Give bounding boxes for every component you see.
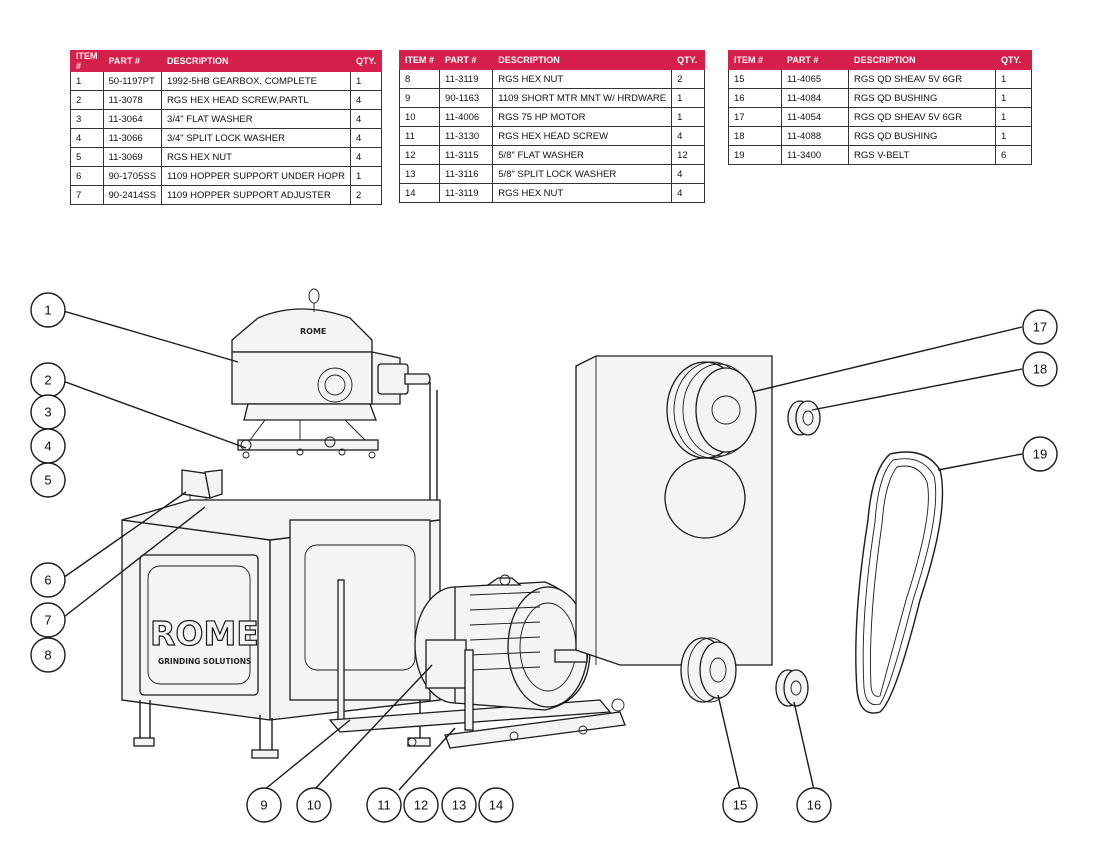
header-description: DESCRIPTION xyxy=(848,50,996,70)
qty-cell: 6 xyxy=(995,145,1032,165)
item-cell: 19 xyxy=(728,145,782,165)
gearbox-drawing: ROME xyxy=(231,288,431,459)
header-qty: QTY. xyxy=(995,50,1032,70)
header-part: PART # xyxy=(439,50,494,70)
callout-label-9: 9 xyxy=(260,798,267,813)
callout-circle-16 xyxy=(796,787,832,823)
qty-cell: 4 xyxy=(349,109,382,129)
part-cell: 11-3119 xyxy=(439,183,494,203)
callout-circle-6 xyxy=(30,562,66,598)
callout-label-18: 18 xyxy=(1033,362,1047,377)
callout-label-11: 11 xyxy=(377,798,391,813)
callout-label-5: 5 xyxy=(44,473,51,488)
callout-label-12: 12 xyxy=(414,798,428,813)
grinder-frame-drawing: ROME GRINDING SOLUTIONS xyxy=(121,382,441,759)
header-item: ITEM # xyxy=(70,50,104,72)
callout-circle-12 xyxy=(403,787,439,823)
header-description: DESCRIPTION xyxy=(492,50,673,70)
upper-bushing-drawing xyxy=(787,400,821,436)
callout-label-14: 14 xyxy=(489,798,503,813)
qty-cell: 12 xyxy=(671,145,705,165)
header-item: ITEM # xyxy=(398,50,441,70)
qty-cell: 4 xyxy=(671,183,705,203)
callout-label-15: 15 xyxy=(733,798,747,813)
callout-label-6: 6 xyxy=(44,573,51,588)
callout-label-13: 13 xyxy=(452,798,466,813)
callout-circle-18 xyxy=(1022,351,1058,387)
callout-circle-14 xyxy=(478,787,514,823)
electric-motor-drawing xyxy=(414,574,591,731)
header-part: PART # xyxy=(102,50,163,72)
callout-circle-15 xyxy=(722,787,758,823)
callout-label-19: 19 xyxy=(1033,447,1047,462)
qty-cell: 4 xyxy=(349,147,382,167)
callout-circle-9 xyxy=(246,787,282,823)
callout-circle-7 xyxy=(30,602,66,638)
callout-label-1: 1 xyxy=(44,303,51,318)
callout-label-10: 10 xyxy=(307,798,321,813)
callout-circle-8 xyxy=(30,637,66,673)
item-cell: 7 xyxy=(70,185,104,205)
callout-circle-13 xyxy=(441,787,477,823)
callout-circle-11 xyxy=(366,787,402,823)
header-qty: QTY. xyxy=(349,50,382,72)
description-cell: 1109 HOPPER SUPPORT ADJUSTER xyxy=(161,185,351,205)
callout-label-2: 2 xyxy=(44,373,51,388)
v-belt-drawing xyxy=(855,451,944,714)
leader-lines xyxy=(59,309,1023,791)
hopper-support-drawing xyxy=(181,469,223,512)
callout-circle-10 xyxy=(296,787,332,823)
svg-text:ROME: ROME xyxy=(300,327,326,336)
rome-logo-tagline: GRINDING SOLUTIONS xyxy=(158,657,251,666)
header-item: ITEM # xyxy=(728,50,782,70)
lower-bushing-drawing xyxy=(775,669,809,707)
lower-sheave-drawing xyxy=(680,637,737,703)
callout-label-8: 8 xyxy=(44,648,51,663)
rome-logo-brand: ROME xyxy=(150,614,259,653)
callout-circle-5 xyxy=(30,462,66,498)
header-qty: QTY. xyxy=(671,50,705,70)
callout-circle-1 xyxy=(30,292,66,328)
description-cell: RGS HEX NUT xyxy=(492,183,673,203)
callout-label-3: 3 xyxy=(44,405,51,420)
callout-label-16: 16 xyxy=(807,798,821,813)
callout-label-7: 7 xyxy=(44,613,51,628)
callout-label-4: 4 xyxy=(44,439,51,454)
qty-cell: 2 xyxy=(349,185,382,205)
callout-circle-19 xyxy=(1022,436,1058,472)
upper-sheave-drawing xyxy=(666,361,757,459)
callout-circle-17 xyxy=(1022,309,1058,345)
callout-label-17: 17 xyxy=(1033,320,1047,335)
